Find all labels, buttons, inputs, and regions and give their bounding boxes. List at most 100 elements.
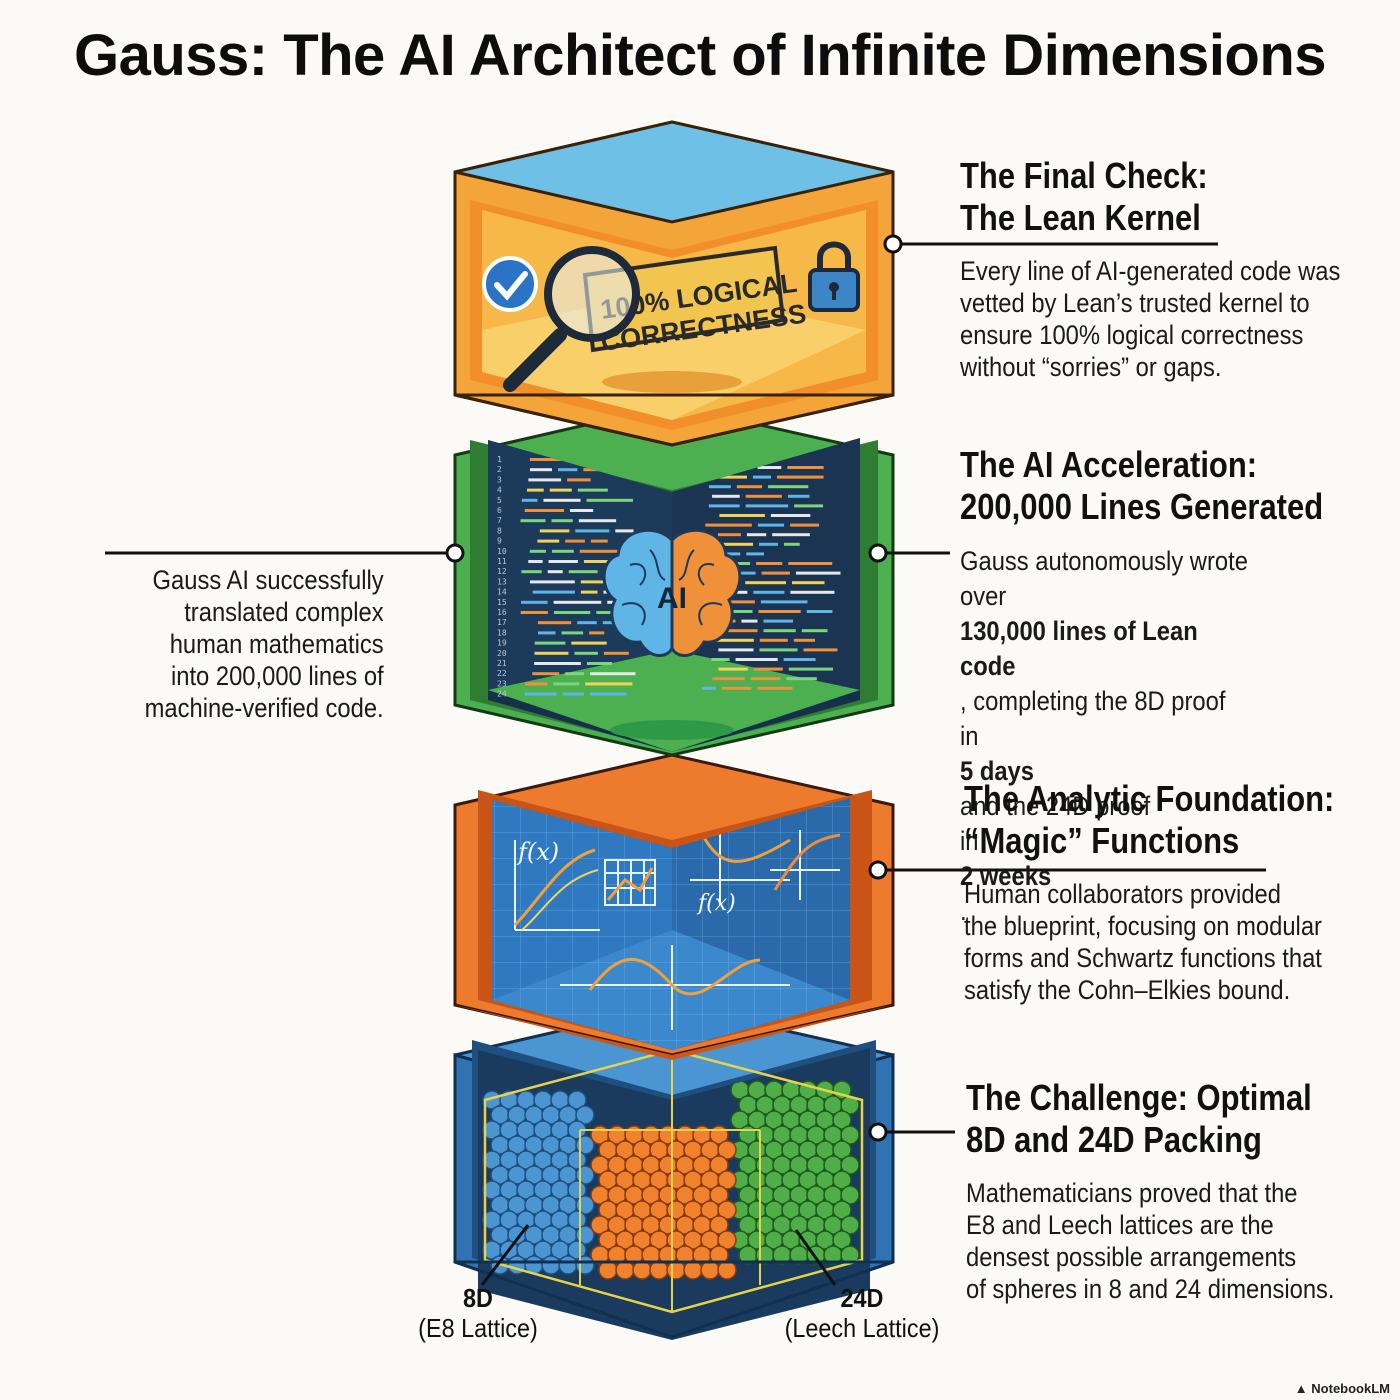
line-number: 15	[497, 598, 507, 607]
code-token	[757, 686, 793, 690]
kernel-heading: The Final Check: The Lean Kernel	[960, 155, 1208, 238]
code-token	[578, 519, 617, 523]
code-token	[794, 504, 824, 508]
code-token	[520, 519, 546, 523]
sphere	[709, 1245, 729, 1265]
line-number: 17	[497, 618, 507, 627]
sphere	[709, 1155, 729, 1175]
sphere	[832, 1140, 852, 1160]
code-token	[524, 692, 557, 696]
code-token	[757, 523, 785, 527]
line-number: 8	[497, 526, 502, 535]
code-token	[787, 466, 824, 469]
label-8d: 8D (E8 Lattice)	[418, 1283, 538, 1343]
line-number: 23	[497, 679, 507, 688]
kernel-body: Every line of AI-generated code was vett…	[960, 256, 1341, 382]
code-token	[760, 600, 808, 604]
sphere	[567, 1150, 587, 1170]
code-token	[790, 523, 820, 527]
code-token	[723, 552, 741, 556]
line-number: 24	[497, 690, 507, 699]
code-token	[761, 571, 790, 575]
layer-challenge-box	[453, 1003, 895, 1340]
code-token	[787, 494, 810, 498]
code-token	[788, 562, 833, 565]
code-token	[736, 485, 763, 489]
line-number: 14	[497, 588, 507, 597]
code-token	[759, 648, 798, 652]
page-title: Gauss: The AI Architect of Infinite Dime…	[73, 23, 1327, 88]
sphere	[709, 1215, 729, 1235]
code-token	[521, 570, 542, 574]
challenge-heading: The Challenge: Optimal 8D and 24D Packin…	[966, 1077, 1312, 1160]
code-token	[795, 571, 841, 575]
code-token	[786, 677, 817, 681]
line-number: 19	[497, 639, 507, 648]
code-token	[577, 621, 597, 625]
brain-icon: AI	[602, 528, 742, 657]
code-token	[603, 651, 629, 655]
line-number: 9	[497, 537, 502, 546]
code-token	[710, 542, 753, 546]
code-token	[575, 529, 610, 533]
layer-kernel-box: 100% LOGICAL CORRECTNESS	[453, 120, 895, 447]
code-token	[741, 619, 758, 623]
code-token	[553, 611, 591, 614]
code-token	[537, 539, 560, 543]
sphere	[840, 1125, 860, 1145]
line-number: 20	[497, 649, 507, 658]
code-token	[745, 504, 789, 508]
code-token	[524, 682, 548, 686]
sphere	[832, 1230, 852, 1250]
code-token	[580, 590, 598, 594]
code-token	[551, 519, 573, 523]
fx-label-left: f(x)	[516, 838, 559, 866]
sphere	[575, 1105, 595, 1125]
sphere	[717, 1200, 737, 1220]
analytic-heading: The Analytic Foundation: “Magic” Functio…	[964, 778, 1335, 861]
code-token	[718, 667, 748, 671]
code-token	[543, 498, 581, 502]
challenge-body: Mathematicians proved that the E8 and Le…	[966, 1178, 1335, 1304]
annotation-acceleration: The AI Acceleration: 200,000 Lines Gener…	[960, 444, 1382, 929]
sphere	[717, 1140, 737, 1160]
code-token	[763, 629, 796, 633]
code-token	[569, 509, 594, 512]
code-token	[701, 475, 747, 479]
code-token	[553, 682, 580, 686]
code-token	[783, 658, 816, 661]
code-token	[756, 562, 783, 565]
connectors	[105, 234, 1266, 1286]
code-token	[537, 621, 572, 625]
code-token	[590, 672, 636, 676]
code-token	[521, 498, 538, 502]
acceleration-body-line: in 5 days and the 24D proof	[960, 721, 1151, 821]
code-token	[772, 533, 810, 537]
check-circle-icon	[482, 256, 538, 312]
sphere	[717, 1260, 737, 1280]
code-token	[763, 619, 794, 623]
code-token	[538, 631, 556, 635]
sphere	[832, 1110, 852, 1130]
line-number: 7	[497, 516, 502, 525]
code-token	[539, 529, 570, 533]
sphere	[717, 1170, 737, 1190]
code-token	[529, 580, 575, 584]
code-token	[803, 648, 838, 652]
code-lines	[520, 458, 841, 696]
sphere	[832, 1170, 852, 1190]
line-number: 3	[497, 475, 502, 484]
code-token	[745, 494, 782, 498]
code-token	[806, 610, 833, 613]
code-token	[529, 468, 552, 472]
code-token	[571, 641, 607, 645]
line-number: 16	[497, 608, 507, 617]
code-token	[532, 672, 560, 676]
code-token	[718, 610, 753, 613]
code-token	[589, 692, 627, 696]
code-token	[549, 488, 572, 492]
code-token	[711, 658, 730, 661]
sphere	[567, 1240, 587, 1260]
